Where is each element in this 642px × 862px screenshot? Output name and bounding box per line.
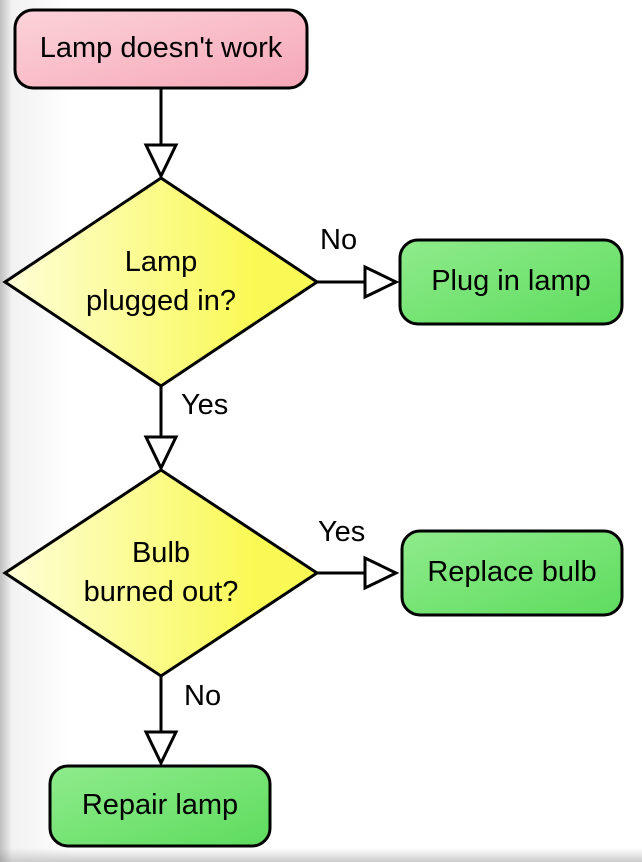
- arrowhead-right-icon: [363, 555, 400, 591]
- action-repair-shape: [48, 764, 272, 848]
- arrowhead-down-icon: [143, 143, 179, 180]
- start-node-shape: [13, 8, 309, 90]
- action-replace-shape: [400, 529, 624, 617]
- action-plug-shape: [398, 238, 624, 326]
- arrowhead-down-icon: [143, 435, 179, 472]
- arrowhead-down-icon: [143, 730, 179, 767]
- decision1-diamond-shape: [2, 176, 320, 388]
- arrowhead-right-icon: [363, 264, 400, 300]
- decision2-diamond-shape: [2, 468, 320, 678]
